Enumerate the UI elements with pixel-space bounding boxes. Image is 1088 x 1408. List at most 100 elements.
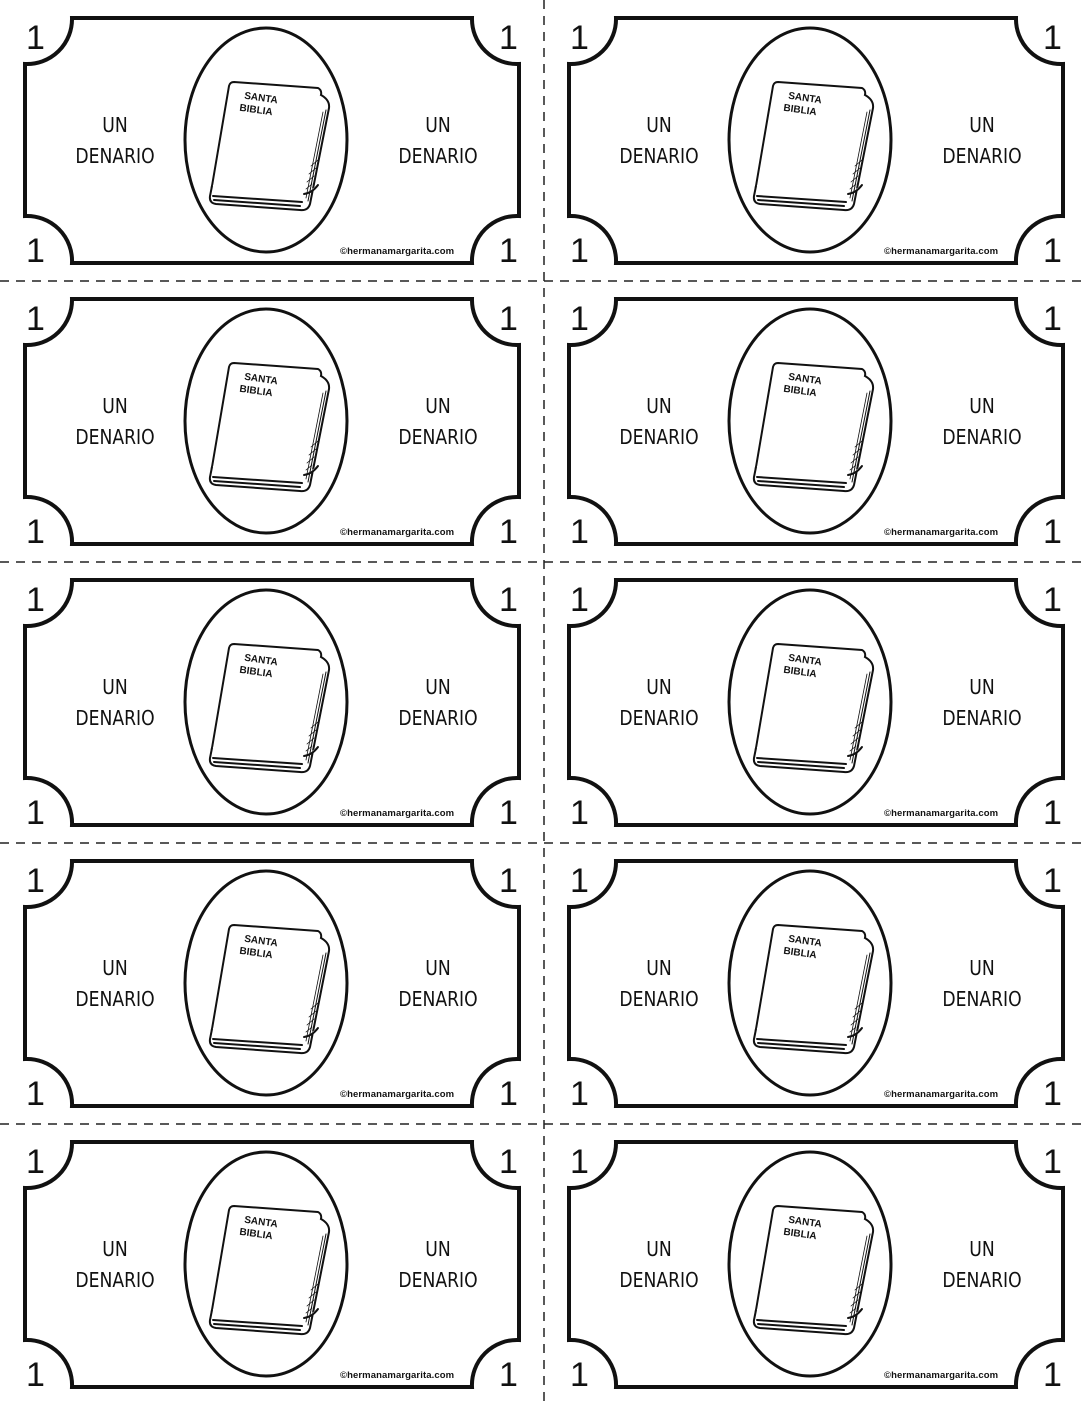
value-label-right-line-1: UN	[969, 1237, 995, 1261]
bill-frame	[23, 1140, 521, 1389]
bill-frame	[567, 578, 1065, 827]
copyright-notice: ©hermanamargarita.com	[884, 1089, 999, 1100]
bill-frame	[23, 297, 521, 546]
value-label-right: UN DENARIO	[378, 1234, 498, 1296]
corner-denomination-top-right: 1	[499, 581, 518, 619]
value-label-left: UN DENARIO	[599, 110, 719, 172]
value-label-left: UN DENARIO	[599, 391, 719, 453]
value-label-left: UN DENARIO	[55, 110, 175, 172]
corner-denomination-bottom-left: 1	[26, 1356, 45, 1394]
value-label-right: UN DENARIO	[378, 110, 498, 172]
value-label-right-line-2: DENARIO	[942, 987, 1022, 1011]
bible-book-icon	[208, 362, 331, 493]
corner-denomination-bottom-right: 1	[499, 1075, 518, 1113]
bill-frame	[567, 1140, 1065, 1389]
bible-book-icon	[752, 1205, 875, 1336]
value-label-left-line-1: UN	[102, 956, 128, 980]
bible-book-icon	[208, 643, 331, 774]
corner-denomination-bottom-right: 1	[499, 1356, 518, 1394]
corner-denomination-bottom-right: 1	[499, 513, 518, 551]
value-label-right-line-1: UN	[425, 956, 451, 980]
corner-denomination-top-left: 1	[26, 862, 45, 900]
value-label-left-line-1: UN	[646, 1237, 672, 1261]
value-label-left-line-1: UN	[646, 956, 672, 980]
denario-bill: SANTA BIBLIA 1 1 1 1 UN DENARIO UN DENAR…	[544, 1124, 1088, 1405]
value-label-right: UN DENARIO	[922, 672, 1042, 734]
value-label-left-line-1: UN	[102, 113, 128, 137]
bill-frame	[567, 859, 1065, 1108]
value-label-right-line-1: UN	[969, 956, 995, 980]
corner-denomination-bottom-right: 1	[1043, 232, 1062, 270]
bible-book-icon	[208, 924, 331, 1055]
corner-denomination-top-right: 1	[499, 1143, 518, 1181]
value-label-right: UN DENARIO	[922, 1234, 1042, 1296]
corner-denomination-bottom-left: 1	[26, 1075, 45, 1113]
corner-denomination-top-right: 1	[1043, 1143, 1062, 1181]
denario-bill: SANTA BIBLIA 1 1 1 1 UN DENARIO UN DENAR…	[544, 281, 1088, 562]
value-label-right-line-2: DENARIO	[398, 144, 478, 168]
value-label-left-line-2: DENARIO	[619, 144, 699, 168]
corner-denomination-top-right: 1	[499, 862, 518, 900]
denario-bill: SANTA BIBLIA 1 1 1 1 UN DENARIO UN DENAR…	[0, 562, 544, 843]
bill-frame	[23, 859, 521, 1108]
value-label-right: UN DENARIO	[378, 391, 498, 453]
copyright-notice: ©hermanamargarita.com	[884, 808, 999, 819]
value-label-left: UN DENARIO	[55, 672, 175, 734]
bible-book-icon	[208, 81, 331, 212]
value-label-left-line-1: UN	[102, 675, 128, 699]
corner-denomination-bottom-left: 1	[26, 794, 45, 832]
corner-denomination-bottom-left: 1	[26, 232, 45, 270]
value-label-left-line-1: UN	[646, 675, 672, 699]
bill-frame	[567, 16, 1065, 265]
corner-denomination-bottom-right: 1	[499, 794, 518, 832]
value-label-right-line-2: DENARIO	[942, 425, 1022, 449]
corner-denomination-top-right: 1	[1043, 581, 1062, 619]
value-label-left: UN DENARIO	[55, 1234, 175, 1296]
bible-book-icon	[208, 1205, 331, 1336]
denario-bill: SANTA BIBLIA 1 1 1 1 UN DENARIO UN DENAR…	[0, 1124, 544, 1405]
value-label-left-line-2: DENARIO	[75, 425, 155, 449]
copyright-notice: ©hermanamargarita.com	[340, 808, 455, 819]
value-label-right: UN DENARIO	[378, 953, 498, 1015]
value-label-left-line-2: DENARIO	[619, 706, 699, 730]
corner-denomination-top-right: 1	[1043, 862, 1062, 900]
value-label-left: UN DENARIO	[599, 672, 719, 734]
value-label-right-line-1: UN	[425, 675, 451, 699]
denario-bill: SANTA BIBLIA 1 1 1 1 UN DENARIO UN DENAR…	[544, 843, 1088, 1124]
value-label-left-line-2: DENARIO	[75, 1268, 155, 1292]
corner-denomination-top-right: 1	[1043, 300, 1062, 338]
bible-book-icon	[752, 362, 875, 493]
corner-denomination-bottom-left: 1	[570, 1356, 589, 1394]
bible-book-icon	[752, 643, 875, 774]
corner-denomination-bottom-right: 1	[1043, 794, 1062, 832]
corner-denomination-top-left: 1	[570, 19, 589, 57]
copyright-notice: ©hermanamargarita.com	[884, 527, 999, 538]
copyright-notice: ©hermanamargarita.com	[340, 246, 455, 257]
corner-denomination-top-right: 1	[499, 300, 518, 338]
value-label-left-line-2: DENARIO	[619, 1268, 699, 1292]
copyright-notice: ©hermanamargarita.com	[884, 1370, 999, 1381]
bill-frame	[23, 578, 521, 827]
corner-denomination-bottom-left: 1	[570, 1075, 589, 1113]
denario-bill: SANTA BIBLIA 1 1 1 1 UN DENARIO UN DENAR…	[544, 0, 1088, 281]
corner-denomination-top-left: 1	[26, 19, 45, 57]
value-label-right: UN DENARIO	[922, 391, 1042, 453]
corner-denomination-top-left: 1	[570, 1143, 589, 1181]
value-label-left-line-2: DENARIO	[619, 425, 699, 449]
value-label-right-line-2: DENARIO	[398, 706, 478, 730]
value-label-left-line-2: DENARIO	[75, 144, 155, 168]
value-label-right: UN DENARIO	[922, 953, 1042, 1015]
corner-denomination-bottom-left: 1	[570, 794, 589, 832]
value-label-left-line-2: DENARIO	[75, 706, 155, 730]
corner-denomination-top-left: 1	[26, 581, 45, 619]
value-label-right-line-2: DENARIO	[942, 144, 1022, 168]
value-label-left-line-1: UN	[646, 113, 672, 137]
value-label-right-line-1: UN	[969, 394, 995, 418]
value-label-right: UN DENARIO	[378, 672, 498, 734]
bible-book-icon	[752, 924, 875, 1055]
corner-denomination-bottom-right: 1	[1043, 1356, 1062, 1394]
corner-denomination-top-left: 1	[570, 300, 589, 338]
value-label-left-line-1: UN	[646, 394, 672, 418]
value-label-right-line-2: DENARIO	[398, 987, 478, 1011]
